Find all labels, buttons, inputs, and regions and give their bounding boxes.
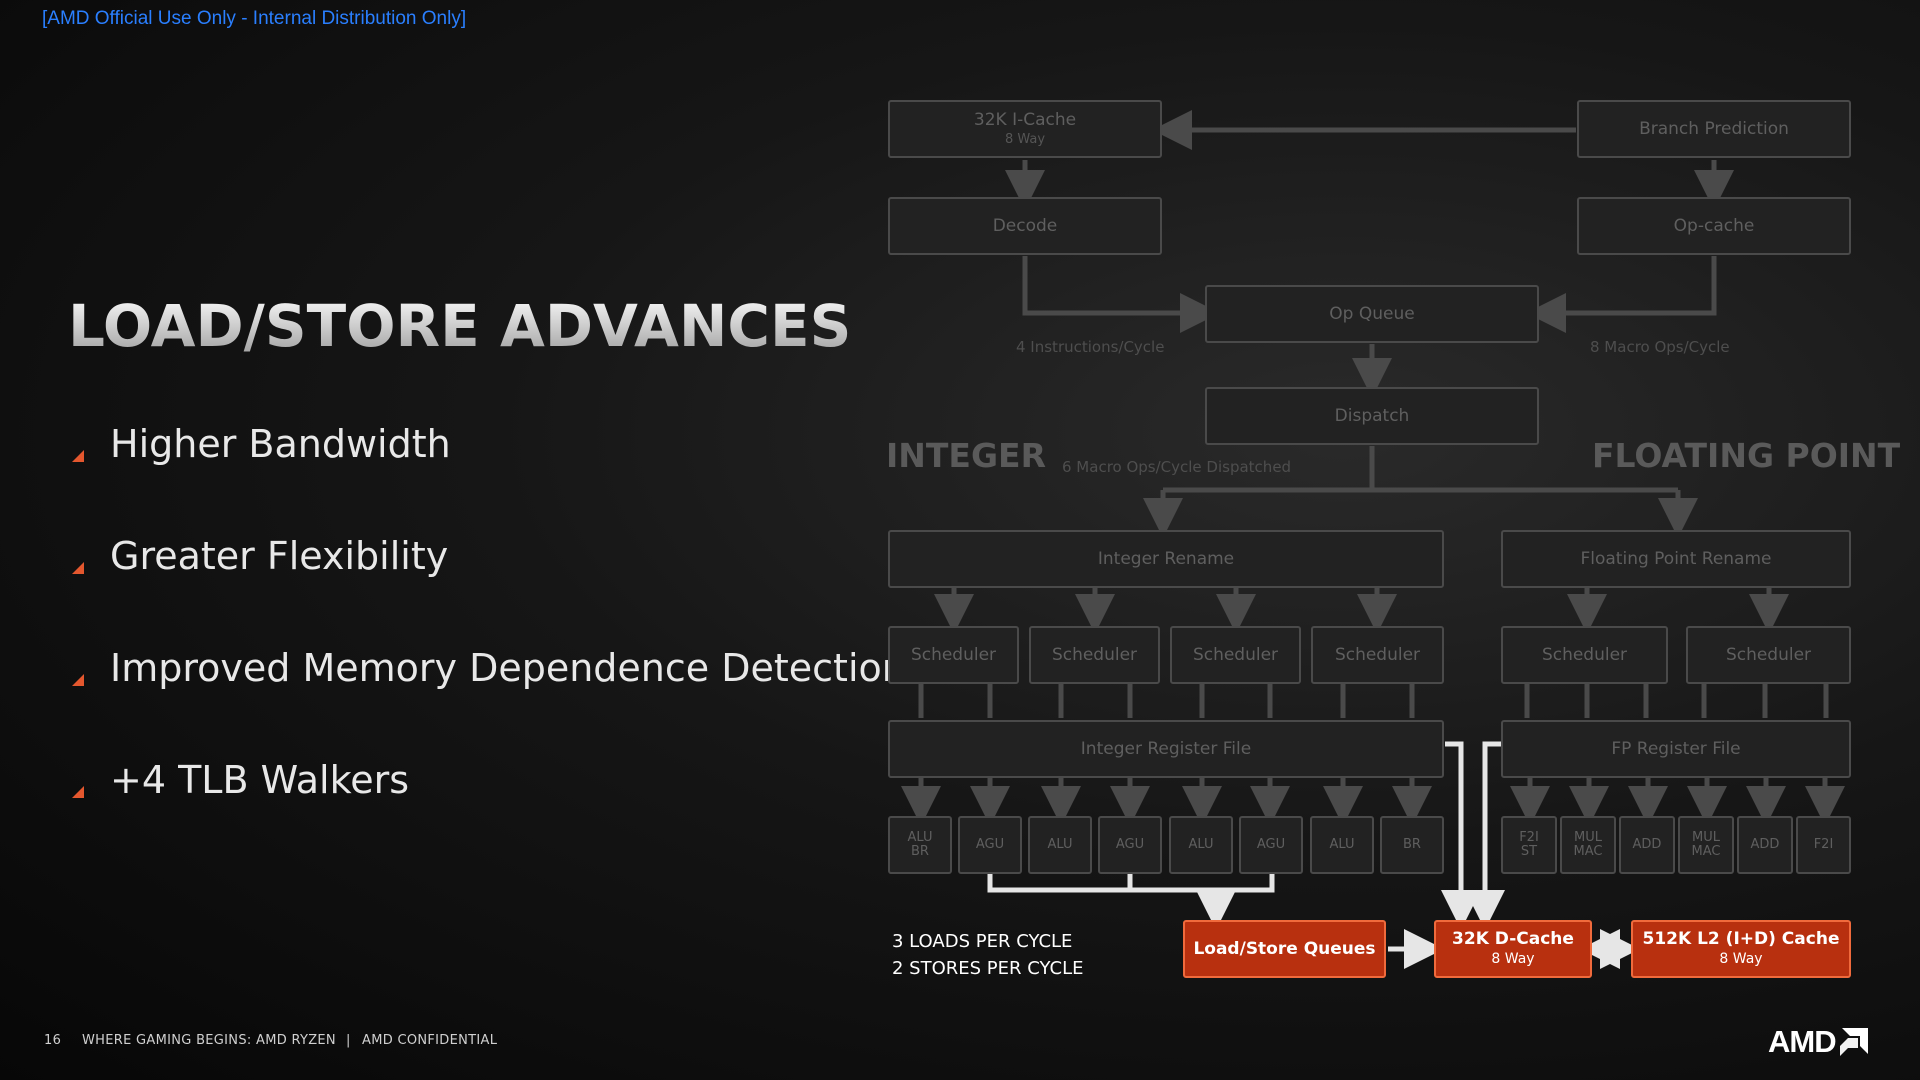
bullet-text: Higher Bandwidth [110, 422, 451, 466]
page-number: 16 [44, 1033, 62, 1048]
footer-confidential: AMD CONFIDENTIAL [362, 1033, 498, 1048]
int-unit-box: ALU [1028, 816, 1092, 874]
bullet-text: +4 TLB Walkers [110, 758, 410, 802]
int-unit-box: ALU [1169, 816, 1233, 874]
unit-label: BR [1403, 836, 1421, 852]
l2-cache-label: 512K L2 (I+D) Cache [1642, 929, 1840, 950]
unit-label: ALU [1329, 836, 1355, 852]
int-unit-box: AGU [1239, 816, 1303, 874]
triangle-bullet-icon [72, 674, 84, 686]
slide-title: LOAD/STORE ADVANCES [68, 292, 852, 360]
load-store-queues-box: Load/Store Queues [1183, 920, 1386, 978]
l2-cache-sub: 8 Way [1719, 951, 1763, 968]
int-unit-box: ALU [1310, 816, 1374, 874]
unit-label: F2I [1813, 836, 1834, 852]
integer-rename-box: Integer Rename [888, 530, 1444, 588]
footer-tagline: WHERE GAMING BEGINS: AMD RYZEN [82, 1033, 336, 1048]
footer-separator: | [346, 1033, 351, 1048]
triangle-bullet-icon [72, 562, 84, 574]
bullet-list: Higher Bandwidth Greater Flexibility Imp… [72, 422, 906, 870]
icache-label: 32K I-Cache [973, 110, 1077, 130]
int-unit-box: BR [1380, 816, 1444, 874]
unit-label-2: MAC [1691, 844, 1721, 859]
fp-unit-box: ADD [1619, 816, 1675, 874]
unit-label-2: ST [1520, 844, 1538, 859]
unit-label-2: BR [911, 844, 929, 859]
int-scheduler-box: Scheduler [1311, 626, 1444, 684]
dispatch-rate-label: 6 Macro Ops/Cycle Dispatched [1062, 458, 1292, 476]
fp-scheduler-box: Scheduler [1501, 626, 1668, 684]
unit-label: AGU [975, 836, 1005, 852]
int-scheduler-box: Scheduler [888, 626, 1019, 684]
bullet-item: Improved Memory Dependence Detection [72, 646, 906, 758]
unit-label: MUL [1574, 829, 1602, 845]
int-unit-box: AGU [1098, 816, 1162, 874]
unit-label: ADD [1632, 836, 1662, 852]
unit-label-2: MAC [1573, 844, 1603, 859]
amd-logo-text: AMD [1768, 1024, 1837, 1059]
int-scheduler-box: Scheduler [1029, 626, 1160, 684]
integer-register-file-box: Integer Register File [888, 720, 1444, 778]
bullet-item: +4 TLB Walkers [72, 758, 906, 870]
unit-label: ALU [1047, 836, 1073, 852]
fp-scheduler-box: Scheduler [1686, 626, 1851, 684]
unit-label: ALU [1188, 836, 1214, 852]
triangle-bullet-icon [72, 786, 84, 798]
unit-label: AGU [1256, 836, 1286, 852]
fp-rename-box: Floating Point Rename [1501, 530, 1851, 588]
int-unit-box: AGU [958, 816, 1022, 874]
decode-box: Decode [888, 197, 1162, 255]
fp-section-title: FLOATING POINT [1592, 436, 1901, 475]
distribution-banner: [AMD Official Use Only - Internal Distri… [42, 8, 467, 29]
op-queue-box: Op Queue [1205, 285, 1539, 343]
fp-unit-box: ADD [1737, 816, 1793, 874]
dispatch-box: Dispatch [1205, 387, 1539, 445]
icache-sub: 8 Way [1004, 131, 1046, 147]
amd-logo: AMD [1768, 1024, 1868, 1060]
dcache-sub: 8 Way [1491, 951, 1535, 968]
opcache-rate-label: 8 Macro Ops/Cycle [1590, 338, 1730, 356]
bullet-item: Greater Flexibility [72, 534, 906, 646]
loads-stores-note: 3 LOADS PER CYCLE 2 STORES PER CYCLE [892, 928, 1083, 982]
branch-prediction-box: Branch Prediction [1577, 100, 1851, 158]
unit-label: ADD [1750, 836, 1780, 852]
stores-per-cycle: 2 STORES PER CYCLE [892, 958, 1084, 979]
unit-label: AGU [1115, 836, 1145, 852]
bullet-item: Higher Bandwidth [72, 422, 906, 534]
loads-per-cycle: 3 LOADS PER CYCLE [892, 931, 1073, 952]
unit-label: MUL [1692, 829, 1720, 845]
bullet-text: Improved Memory Dependence Detection [110, 646, 906, 690]
integer-section-title: INTEGER [886, 436, 1046, 475]
fp-register-file-box: FP Register File [1501, 720, 1851, 778]
int-scheduler-box: Scheduler [1170, 626, 1301, 684]
amd-arrow-icon [1839, 1028, 1868, 1056]
fp-unit-box: F2I [1796, 816, 1851, 874]
unit-label: ALU [907, 829, 933, 845]
bullet-text: Greater Flexibility [110, 534, 449, 578]
triangle-bullet-icon [72, 450, 84, 462]
dcache-label: 32K D-Cache [1452, 929, 1574, 950]
op-cache-box: Op-cache [1577, 197, 1851, 255]
unit-label: F2I [1519, 829, 1539, 845]
decode-rate-label: 4 Instructions/Cycle [1016, 338, 1165, 356]
